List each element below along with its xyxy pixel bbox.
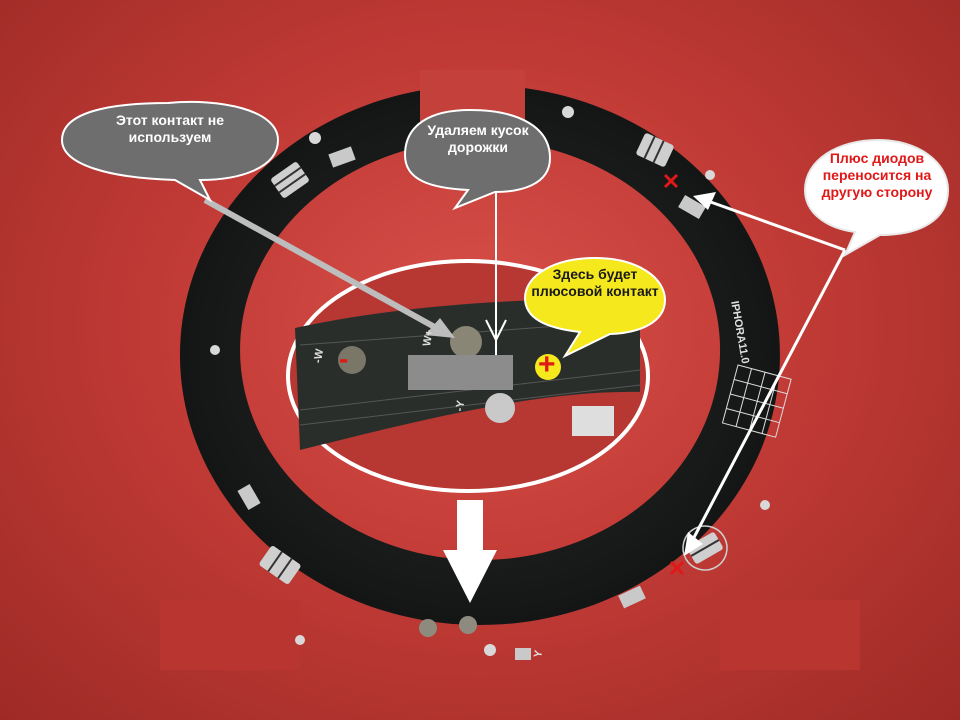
ring-slot-3	[237, 483, 261, 511]
ring-slot-2	[678, 194, 706, 220]
bottom-contact-2	[459, 616, 477, 634]
diode-arrow-bottom	[688, 249, 847, 546]
plus-sign: +	[538, 348, 556, 381]
bottom-contact-1	[419, 619, 437, 637]
ring-hole-5	[760, 500, 770, 510]
ring-hole-4	[210, 345, 220, 355]
diode-plus-moved-callout: Плюс диодов переносится на другую сторон…	[821, 150, 933, 200]
pad-bottom-left	[259, 546, 301, 584]
yellow-bubble	[523, 256, 667, 359]
diode-arrow-top	[704, 198, 846, 252]
white-bubble	[803, 138, 950, 258]
pad-label-minus-y: -Y	[453, 399, 468, 413]
ring-slot-4	[618, 585, 646, 609]
unused-contact-callout: Этот контакт не используем	[115, 112, 225, 145]
zoom-contact-plus	[450, 326, 482, 358]
ring-gap-left-bottom	[160, 600, 300, 670]
red-x-bottom	[669, 560, 685, 576]
ring-hole-1	[309, 132, 321, 144]
zoom-contact-y	[485, 393, 515, 423]
remove-track-callout: Удаляем кусок дорожки	[427, 122, 529, 155]
ring-hole-6	[295, 635, 305, 645]
down-arrow	[443, 500, 497, 603]
grey-bubble-left	[60, 100, 280, 203]
pad-label-minus-w: -W	[311, 348, 327, 364]
unused-contact-arrow	[203, 197, 442, 333]
ring-slot-5	[515, 648, 531, 660]
ring-hole-3	[705, 170, 715, 180]
plus-marker-circle	[535, 354, 561, 380]
pad-top-right	[636, 133, 674, 167]
ring-hole-7	[484, 644, 496, 656]
pad-bottom-right	[682, 525, 728, 571]
zoom-contact-minus	[338, 346, 366, 374]
plus-contact-callout: Здесь будет плюсовой контакт	[531, 266, 659, 299]
removed-track-block	[408, 355, 513, 390]
ring-gap-right-bottom	[720, 600, 860, 670]
ring-hole-2	[562, 106, 574, 118]
red-x-top	[663, 173, 679, 189]
pad-top-left	[271, 162, 309, 198]
zoom-pad-square	[572, 406, 614, 436]
minus-sign: -	[339, 343, 349, 374]
ring-slot-1	[328, 146, 356, 168]
grey-bubble-top	[403, 108, 552, 211]
